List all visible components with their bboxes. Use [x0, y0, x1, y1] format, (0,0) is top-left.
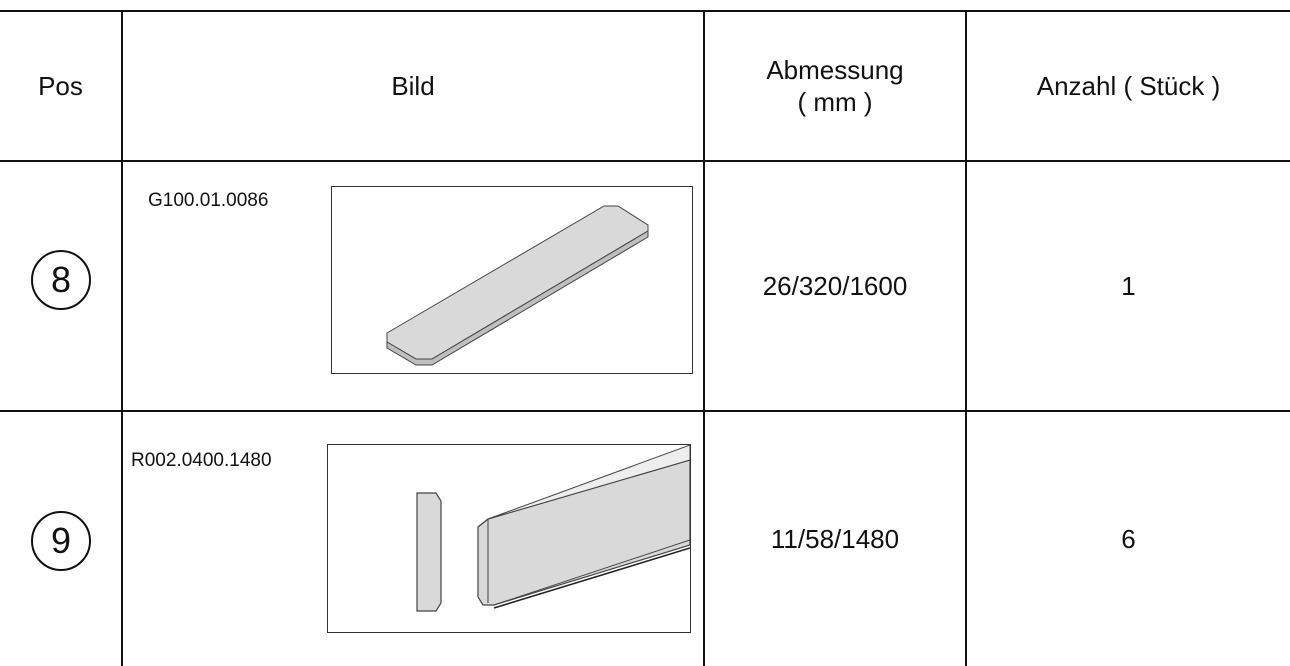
- header-anzahl: Anzahl ( Stück ): [1036, 71, 1221, 101]
- position-number-circle: 8: [31, 250, 91, 310]
- col-divider-pos: [121, 10, 123, 666]
- dimension-value: 11/58/1480: [770, 523, 900, 554]
- header-bild: Bild: [391, 71, 435, 101]
- header-pos: Pos: [38, 71, 83, 101]
- col-divider-bild: [703, 10, 705, 666]
- part-image-frame: [331, 186, 693, 374]
- row-divider-1: [0, 410, 1290, 412]
- header-abmessung-unit: ( mm ): [797, 87, 873, 117]
- header-abmessung-label: Abmessung: [766, 55, 904, 85]
- board-panel-icon: [386, 205, 649, 366]
- position-number-circle: 9: [31, 511, 91, 571]
- header-abmessung: Abmessung ( mm ): [705, 12, 965, 160]
- quantity-value: 1: [1121, 270, 1136, 301]
- profile-rail-icon: [416, 445, 690, 612]
- table-border-top: [0, 10, 1290, 12]
- part-code: G100.01.0086: [148, 190, 269, 211]
- part-code: R002.0400.1480: [131, 450, 272, 471]
- dimension-value: 26/320/1600: [762, 270, 908, 301]
- col-divider-abmessung: [965, 10, 967, 666]
- row-divider-header: [0, 160, 1290, 162]
- part-image-frame: [327, 444, 691, 633]
- quantity-value: 6: [1121, 523, 1136, 554]
